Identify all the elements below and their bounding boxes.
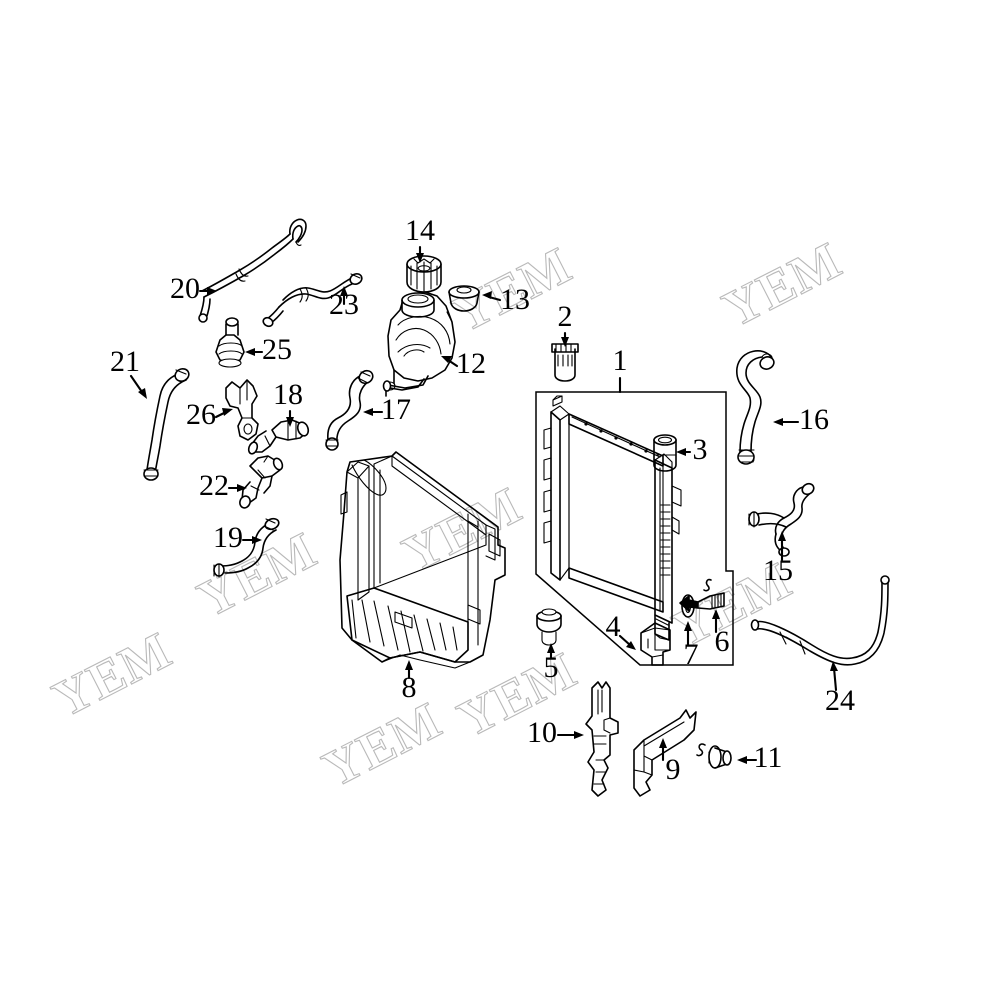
callout-number-13[interactable]: 13 [500, 283, 530, 316]
rubber-mount-insulator [536, 608, 562, 646]
callout-number-6[interactable]: 6 [715, 625, 730, 658]
callout-number-7[interactable]: 7 [684, 638, 699, 671]
tank-cap-small [448, 285, 480, 312]
mounting-bracket [225, 379, 259, 441]
callout-number-20[interactable]: 20 [170, 272, 200, 305]
callout-number-8[interactable]: 8 [402, 671, 417, 704]
overflow-hose [325, 369, 374, 451]
vent-line-long [198, 218, 307, 323]
thermostat-valve [215, 317, 245, 368]
callout-number-22[interactable]: 22 [199, 469, 229, 502]
callout-number-25[interactable]: 25 [262, 333, 292, 366]
radiator-assembly [535, 391, 734, 666]
push-pin-clip [696, 743, 732, 769]
transmission-cooler-line [750, 575, 890, 666]
filler-neck-grommet [653, 434, 677, 472]
callout-number-15[interactable]: 15 [763, 554, 793, 587]
vent-line-short [262, 273, 363, 328]
callout-number-19[interactable]: 19 [213, 521, 243, 554]
callout-number-12[interactable]: 12 [456, 347, 486, 380]
callout-number-3[interactable]: 3 [693, 433, 708, 466]
callout-number-2[interactable]: 2 [558, 300, 573, 333]
callout-number-16[interactable]: 16 [799, 403, 829, 436]
callout-number-21[interactable]: 21 [110, 345, 140, 378]
hose-connector-tee [247, 419, 310, 455]
callout-number-9[interactable]: 9 [666, 753, 681, 786]
heater-hose-tee [748, 482, 815, 557]
callout-number-1[interactable]: 1 [613, 344, 628, 377]
callout-number-14[interactable]: 14 [405, 214, 435, 247]
callout-numbers: 1234567891011121314151617181920212223242… [110, 214, 855, 786]
lower-mount-bracket [640, 622, 671, 666]
lower-bypass-hose [213, 517, 280, 578]
fan-shroud [339, 451, 506, 669]
callout-number-24[interactable]: 24 [825, 684, 855, 717]
lower-radiator-hose [143, 368, 190, 481]
callout-number-10[interactable]: 10 [527, 716, 557, 749]
callout-number-23[interactable]: 23 [329, 288, 359, 321]
upper-radiator-hose [736, 350, 775, 465]
callout-number-11[interactable]: 11 [754, 741, 783, 774]
coolant-expansion-tank [382, 291, 456, 397]
callout-number-18[interactable]: 18 [273, 378, 303, 411]
leader-lines [129, 245, 838, 764]
reservoir-cap [406, 255, 442, 293]
air-deflector-right [633, 709, 697, 797]
callout-number-26[interactable]: 26 [186, 398, 216, 431]
air-guide-bracket [585, 681, 619, 797]
drain-plug-upper [551, 343, 579, 382]
callout-number-5[interactable]: 5 [544, 651, 559, 684]
callout-number-17[interactable]: 17 [381, 393, 411, 426]
water-pipe-tee [239, 455, 284, 509]
drain-petcock-screw [679, 578, 725, 612]
callout-number-4[interactable]: 4 [606, 610, 621, 643]
